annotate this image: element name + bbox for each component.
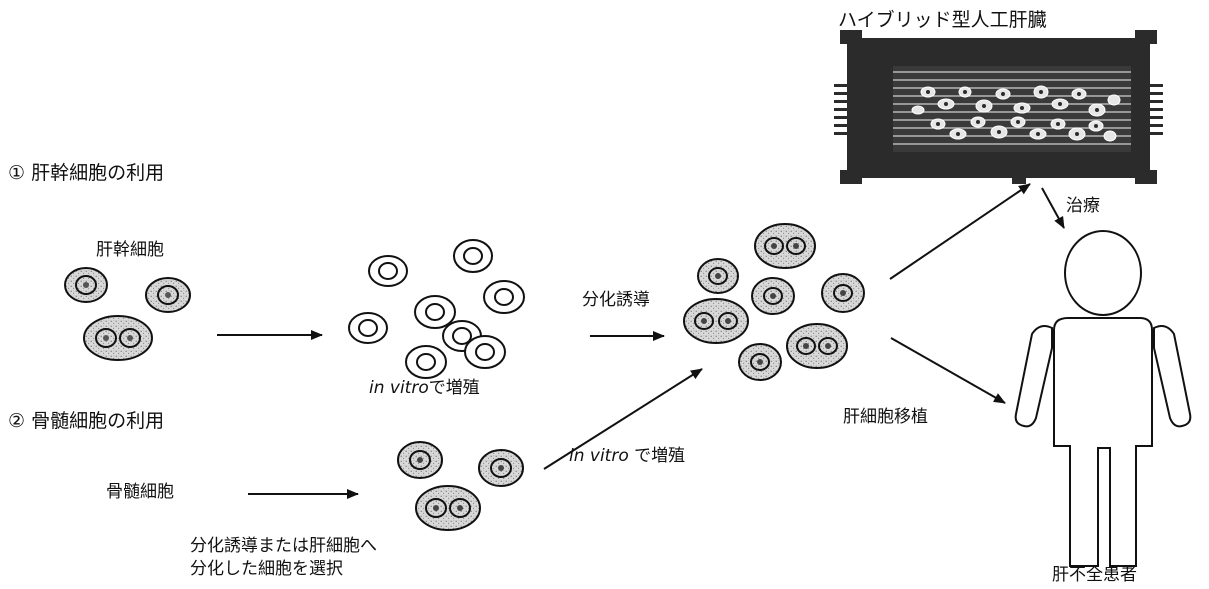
selected-bone-marrow-cells	[397, 441, 524, 531]
bm-cell	[397, 441, 443, 479]
arrow-to-device	[889, 183, 1031, 280]
hepatocyte-cluster	[683, 223, 865, 381]
hepatocyte-binucleate	[754, 223, 816, 269]
arrow-invitro-bm	[543, 368, 703, 470]
expanded-cell	[483, 280, 525, 314]
expanded-cell	[414, 295, 456, 329]
hepatocyte	[751, 277, 795, 315]
in-vitro-italic-1: in vitro	[369, 378, 429, 398]
patient-figure	[1014, 230, 1192, 567]
patient-body	[1053, 317, 1153, 567]
hepatocyte	[821, 273, 865, 313]
in-vitro-label-2: in vitro で増殖	[569, 446, 686, 467]
stem-cell	[145, 277, 191, 313]
hybrid-artificial-liver-device	[834, 30, 1163, 184]
expanded-cell	[453, 239, 493, 273]
bone-marrow-label: 骨髄細胞	[106, 482, 174, 502]
arrow-transplant	[890, 337, 1006, 404]
liver-stem-cells-group	[64, 267, 191, 361]
expanded-cell	[368, 255, 408, 287]
in-vitro-rest-2: で増殖	[628, 446, 686, 466]
bm-cell	[478, 449, 524, 487]
in-vitro-rest-1: で増殖	[428, 378, 480, 398]
hepatocyte	[738, 343, 782, 381]
stem-cell-binucleate	[83, 315, 153, 361]
device-title: ハイブリッド型人工肝臓	[838, 9, 1047, 31]
treatment-label: 治療	[1066, 196, 1100, 216]
selection-label-line2: 分化した細胞を選択	[190, 559, 343, 579]
arrow-treatment	[1041, 187, 1065, 229]
patient-left-arm	[1014, 325, 1053, 428]
expanded-cells-group	[348, 239, 525, 379]
patient-head	[1064, 230, 1142, 316]
selection-label-line1: 分化誘導または肝細胞へ	[190, 536, 377, 556]
expanded-cell	[348, 312, 388, 344]
bm-cell-binucleate	[415, 485, 481, 531]
patient-label: 肝不全患者	[1052, 565, 1137, 585]
section-1-title: ① 肝幹細胞の利用	[8, 162, 165, 184]
section-2-title: ② 骨髄細胞の利用	[8, 410, 165, 432]
in-vitro-italic-2: in vitro	[569, 446, 629, 466]
hepatocyte-binucleate	[786, 323, 848, 369]
hepatocyte-binucleate	[683, 298, 749, 344]
hepatocyte	[697, 258, 739, 294]
expanded-cell	[405, 345, 447, 379]
in-vitro-label-1: in vitroで増殖	[369, 378, 480, 399]
patient-right-arm	[1153, 325, 1192, 428]
expanded-cell	[464, 335, 506, 369]
differentiation-label: 分化誘導	[582, 290, 650, 310]
stem-cell	[64, 267, 108, 303]
stem-cell-label: 肝幹細胞	[96, 240, 164, 260]
transplant-label: 肝細胞移植	[843, 407, 928, 427]
